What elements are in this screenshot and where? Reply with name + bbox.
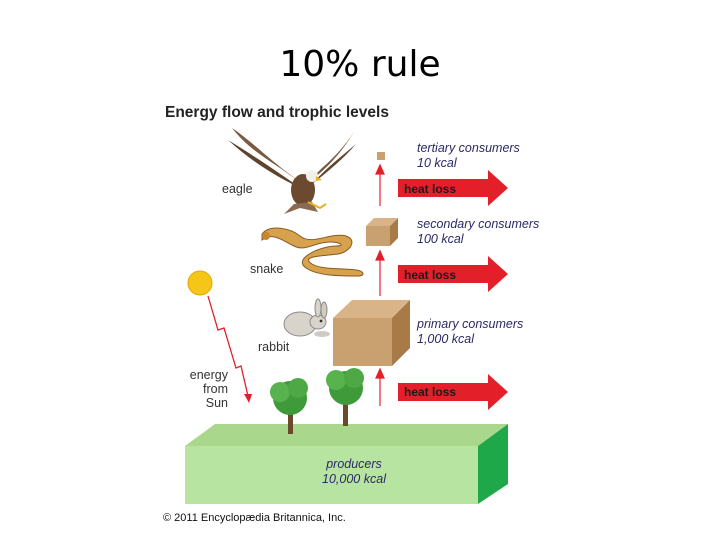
rabbit-label: rabbit	[258, 340, 290, 354]
energy-block-secondary	[366, 218, 398, 246]
snake-label: snake	[250, 262, 284, 276]
energy-block-primary	[333, 300, 410, 366]
eagle-label: eagle	[222, 182, 253, 196]
sun-label-line-3: Sun	[205, 396, 228, 410]
heat-loss-label-1: heat loss	[404, 182, 457, 196]
heat-loss-arrow-1	[398, 170, 508, 206]
secondary-level-label: secondary consumers 100 kcal	[417, 217, 539, 247]
ground-top-face	[185, 424, 508, 446]
primary-energy: 1,000 kcal	[417, 332, 474, 346]
tree-icon-right	[326, 368, 364, 426]
eagle-icon	[228, 128, 356, 214]
primary-level-label: primary consumers 1,000 kcal	[417, 317, 523, 347]
heat-loss-arrow-2	[398, 256, 508, 292]
producers-ground	[185, 424, 508, 504]
energy-block-tertiary	[377, 152, 385, 160]
copyright-credit: © 2011 Encyclopædia Britannica, Inc.	[163, 512, 346, 524]
sun-energy-label: energy from Sun	[170, 368, 228, 410]
producers-name: producers	[326, 457, 382, 471]
sun-label-line-1: energy	[189, 368, 228, 382]
tertiary-name: tertiary consumers	[417, 141, 520, 155]
tertiary-energy: 10 kcal	[417, 156, 457, 170]
heat-loss-arrow-3	[398, 374, 508, 410]
producers-level-label: producers 10,000 kcal	[312, 457, 396, 487]
heat-loss-label-3: heat loss	[404, 385, 457, 399]
primary-name: primary consumers	[417, 317, 524, 331]
slide-title: 10% rule	[279, 44, 441, 85]
sun-icon	[187, 270, 213, 296]
sun-label-line-2: from	[203, 382, 228, 396]
sunlight-arrow	[207, 295, 249, 397]
tree-icon-left	[270, 378, 308, 434]
ground-front-face	[185, 446, 478, 504]
producers-energy: 10,000 kcal	[322, 472, 386, 486]
figure-heading: Energy flow and trophic levels	[165, 104, 389, 121]
tertiary-level-label: tertiary consumers 10 kcal	[417, 141, 520, 171]
secondary-energy: 100 kcal	[417, 232, 464, 246]
ground-side-face	[478, 424, 508, 504]
secondary-name: secondary consumers	[417, 217, 540, 231]
heat-loss-label-2: heat loss	[404, 268, 457, 282]
snake-icon	[261, 227, 364, 277]
rabbit-icon	[283, 298, 330, 337]
heat-loss-arrows	[398, 170, 508, 410]
